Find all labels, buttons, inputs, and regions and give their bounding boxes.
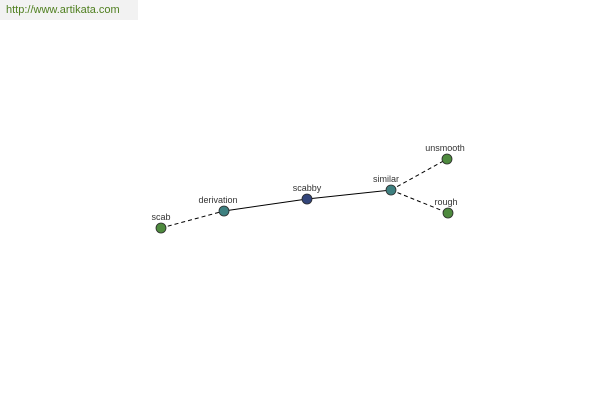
node-derivation[interactable]: derivation	[198, 195, 238, 217]
node-label-similar: similar	[373, 174, 399, 184]
edge-scabby-similar	[306, 189, 392, 200]
edge-similar-unsmooth	[390, 158, 448, 191]
edge-scab-derivation	[160, 210, 225, 229]
node-label-rough: rough	[434, 197, 457, 207]
node-scabby[interactable]: scabby	[293, 183, 322, 205]
node-circle-derivation[interactable]	[218, 205, 230, 217]
node-label-scabby: scabby	[293, 183, 322, 193]
edges-layer	[160, 158, 449, 229]
node-label-unsmooth: unsmooth	[425, 143, 465, 153]
node-scab[interactable]: scab	[151, 212, 171, 234]
node-circle-rough[interactable]	[442, 207, 454, 219]
node-rough[interactable]: rough	[434, 197, 458, 219]
node-circle-similar[interactable]	[385, 184, 397, 196]
node-circle-unsmooth[interactable]	[441, 153, 453, 165]
site-url-watermark: http://www.artikata.com	[0, 0, 138, 20]
edge-derivation-scabby	[223, 198, 308, 212]
nodes-layer: scab derivation scabby similar unsmooth rough	[151, 143, 465, 234]
node-circle-scabby[interactable]	[301, 193, 313, 205]
node-circle-scab[interactable]	[155, 222, 167, 234]
node-label-scab: scab	[151, 212, 170, 222]
node-label-derivation: derivation	[198, 195, 237, 205]
edge-similar-rough	[390, 189, 449, 214]
node-similar[interactable]: similar	[373, 174, 399, 196]
node-unsmooth[interactable]: unsmooth	[425, 143, 465, 165]
